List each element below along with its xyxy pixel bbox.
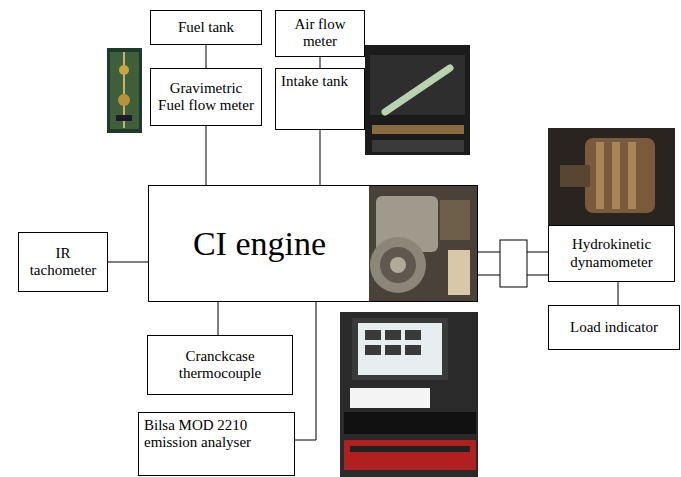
node-label: Bilsa MOD 2210 emission analyser <box>144 417 289 452</box>
connector-line <box>108 262 148 263</box>
fuel-meter-photo <box>107 48 142 133</box>
meter-box: Gravimetric Fuel flow meter <box>150 68 262 126</box>
node-label: Gravimetric Fuel flow meter <box>156 80 256 115</box>
dynamometer-box: Hydrokinetic dynamometer <box>548 225 675 282</box>
node-label: CI engine <box>193 224 326 263</box>
connector-line <box>206 45 207 68</box>
analyser-box: Bilsa MOD 2210 emission analyser <box>138 412 295 476</box>
node-label: Hydrokinetic dynamometer <box>554 236 669 271</box>
node-label: Cranckcase thermocouple <box>153 348 287 383</box>
connector-line <box>206 126 207 185</box>
node-label: IR tachometer <box>24 245 102 280</box>
tank-box: Fuel tank <box>150 10 262 45</box>
meter-box: Air flow meter <box>275 10 365 57</box>
node-label: Load indicator <box>570 319 658 336</box>
connector-line <box>218 302 219 335</box>
analyser-photo <box>340 312 478 477</box>
dynamometer-photo <box>548 128 675 225</box>
connector-line <box>295 302 316 440</box>
engine-box: CI engine <box>148 185 478 302</box>
engine-photo <box>369 186 477 301</box>
sensor-box: IR tachometer <box>18 232 108 292</box>
connector-line <box>320 57 321 69</box>
tank-box: Intake tank <box>275 68 365 130</box>
node-label: Air flow meter <box>281 16 359 51</box>
air-meter-photo <box>365 45 470 155</box>
connector-line <box>320 130 321 185</box>
indicator-box: Load indicator <box>548 305 680 350</box>
connector-line <box>618 282 619 305</box>
node-label: Intake tank <box>281 73 348 90</box>
sensor-box: Cranckcase thermocouple <box>147 335 293 395</box>
node-label: Fuel tank <box>178 19 234 36</box>
coupling-box <box>500 240 527 287</box>
